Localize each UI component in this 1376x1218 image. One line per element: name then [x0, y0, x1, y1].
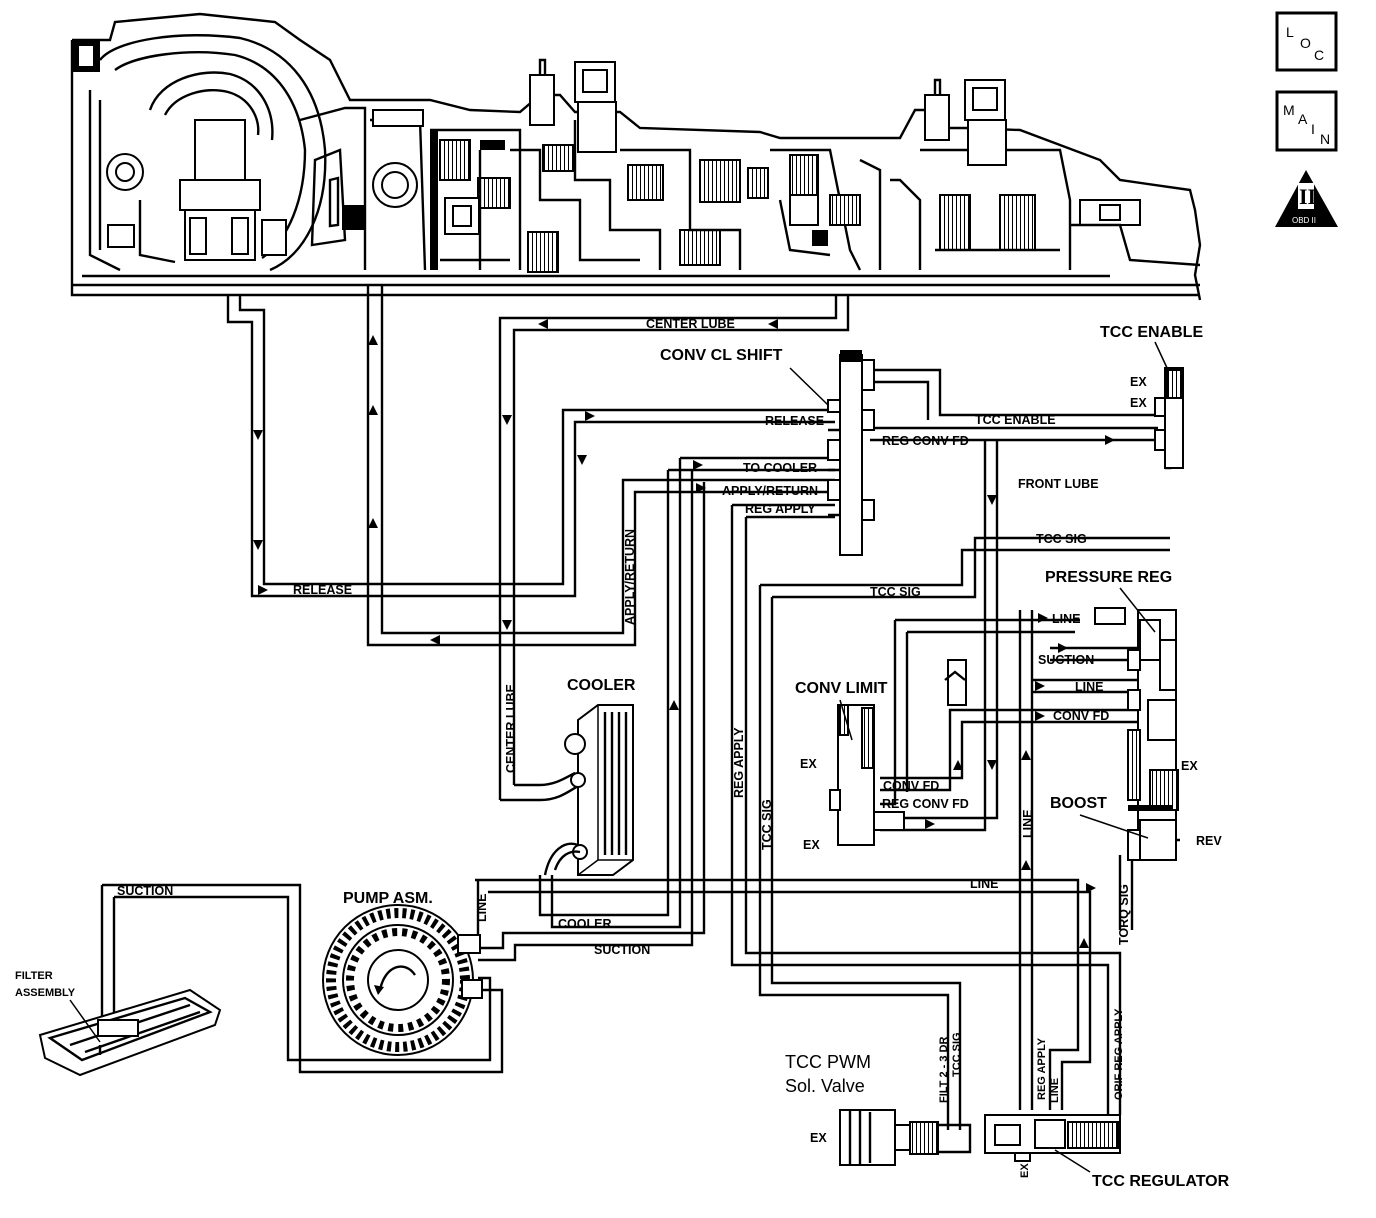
pump-assembly — [322, 904, 483, 1056]
transmission-cross-section — [70, 12, 1202, 301]
label-tcc-enable-line: TCC ENABLE — [975, 413, 1056, 427]
tcc-regulator-valve — [984, 1114, 1121, 1162]
label-reg-apply-vert: REG APPLY — [732, 727, 746, 798]
label-conv-fd-pr: CONV FD — [1053, 709, 1109, 723]
label-line-tcc: LINE — [1049, 1078, 1061, 1103]
label-ex-tcc1: EX — [1130, 375, 1147, 389]
filter-assembly — [38, 988, 222, 1077]
main-letter-n: N — [1320, 131, 1330, 147]
label-conv-cl-shift: CONV CL SHIFT — [660, 347, 783, 364]
label-line-horiz: LINE — [970, 877, 998, 891]
label-center-lube-top: CENTER LUBE — [646, 317, 735, 331]
label-tcc-sig-mid: TCC SIG — [870, 585, 921, 599]
label-front-lube: FRONT LUBE — [1018, 477, 1099, 491]
label-reg-apply: REG APPLY — [745, 502, 816, 516]
label-reg-conv-fd: REG CONV FD — [882, 434, 969, 448]
label-orif-reg-apply: ORIF REG APPLY — [1113, 1008, 1125, 1100]
label-cooler-line: COOLER — [558, 917, 611, 931]
tcc-pwm-solenoid — [839, 1109, 972, 1166]
flow-arrows — [253, 319, 1115, 948]
tcc-enable-valve — [1154, 367, 1184, 469]
label-ex-pwm: EX — [810, 1131, 827, 1145]
label-ex-cl1: EX — [800, 757, 817, 771]
obd-text: OBD II — [1292, 216, 1316, 225]
label-tcc-regulator: TCC REGULATOR — [1092, 1173, 1230, 1190]
label-release-left: RELEASE — [293, 583, 352, 597]
label-reg-apply-tcc: REG APPLY — [1036, 1037, 1048, 1100]
conv-limit-valve — [829, 659, 967, 846]
label-conv-limit: CONV LIMIT — [795, 680, 888, 697]
loc-letter-o: O — [1300, 35, 1311, 51]
label-line-vert: LINE — [1021, 810, 1035, 838]
label-pump-asm: PUMP ASM. — [343, 890, 433, 907]
label-cooler: COOLER — [567, 677, 636, 694]
label-apply-return: APPLY/RETURN — [722, 484, 818, 498]
conv-cl-shift-valve — [827, 350, 875, 556]
label-suction-pump: SUCTION — [594, 943, 650, 957]
main-letter-i: I — [1311, 121, 1315, 137]
labels: TCC ENABLE CONV CL SHIFT PRESSURE REG CO… — [15, 317, 1230, 1190]
label-tcc-sig-pwm: TCC SIG — [951, 1032, 963, 1077]
main-icon[interactable]: M A I N — [1275, 90, 1338, 152]
label-line-pr1: LINE — [1052, 612, 1080, 626]
label-center-lube-vert: CENTER LUBE — [504, 684, 518, 773]
label-ex-cl2: EX — [803, 838, 820, 852]
label-reg-conv-fd-cl: REG CONV FD — [882, 797, 969, 811]
label-filt-2-3-dr: FILT 2 - 3 DR — [938, 1037, 950, 1103]
label-sol-valve: Sol. Valve — [785, 1076, 865, 1096]
label-apply-return-vert: APPLY/RETURN — [623, 529, 637, 625]
main-letter-a: A — [1298, 111, 1308, 127]
label-pressure-reg: PRESSURE REG — [1045, 569, 1172, 586]
loc-letter-l: L — [1286, 24, 1294, 40]
label-torq-sig: TORQ SIG — [1117, 884, 1131, 945]
loc-letter-c: C — [1314, 47, 1324, 63]
label-filter: FILTER — [15, 970, 53, 982]
cooler — [543, 704, 634, 876]
label-release-right: RELEASE — [765, 414, 824, 428]
label-rev: REV — [1196, 834, 1222, 848]
label-tcc-sig-right: TCC SIG — [1036, 532, 1087, 546]
label-suction-pr: SUCTION — [1038, 653, 1094, 667]
label-ex-tcc2: EX — [1130, 396, 1147, 410]
label-tcc-sig-vert: TCC SIG — [760, 799, 774, 850]
main-letter-m: M — [1283, 102, 1295, 118]
fluid-lines — [100, 285, 1180, 1130]
label-tcc-enable: TCC ENABLE — [1100, 324, 1203, 341]
label-to-cooler: TO COOLER — [743, 461, 817, 475]
pressure-reg-valve — [1094, 607, 1179, 861]
label-assembly: ASSEMBLY — [15, 987, 76, 999]
label-line-pump: LINE — [475, 894, 489, 922]
label-ex-pr: EX — [1181, 759, 1198, 773]
label-boost: BOOST — [1050, 795, 1107, 812]
label-conv-fd-cl: CONV FD — [883, 779, 939, 793]
loc-icon[interactable]: L O C — [1275, 11, 1338, 72]
label-ex-reg: EX — [1019, 1163, 1031, 1178]
obd-roman: II — [1299, 184, 1316, 209]
obd-ii-icon[interactable]: II OBD II — [1275, 170, 1338, 227]
label-tcc-pwm: TCC PWM — [785, 1052, 871, 1072]
label-line-pr2: LINE — [1075, 680, 1103, 694]
label-suction-filter: SUCTION — [117, 884, 173, 898]
